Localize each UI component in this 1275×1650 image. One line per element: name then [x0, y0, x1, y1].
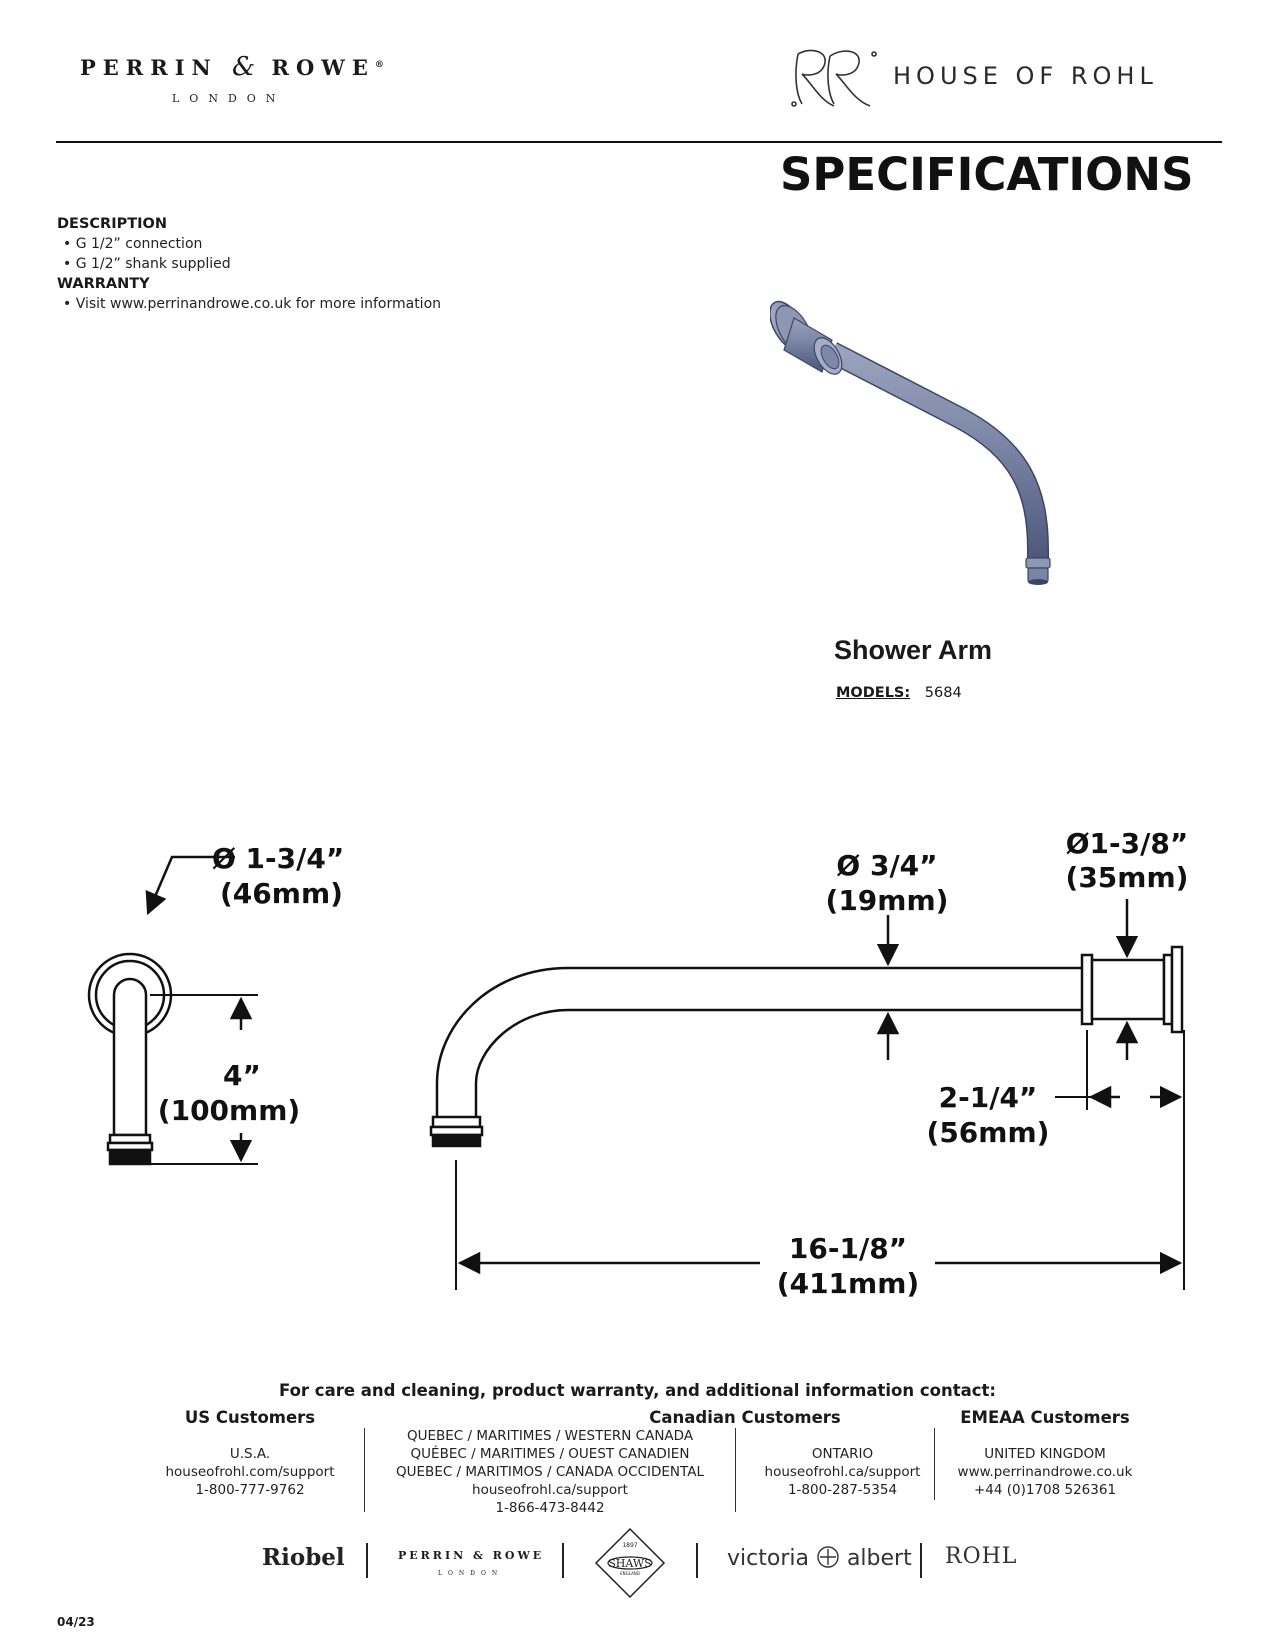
- dim-flange-diameter-mm: (46mm): [220, 877, 343, 910]
- warranty-item: • Visit www.perrinandrowe.co.uk for more…: [63, 296, 442, 312]
- dimension-drawing: Ø 1-3/4” (46mm) 4” (100mm) Ø 3/4” (19mm)…: [87, 827, 1189, 1300]
- emeaa-contact: UNITED KINGDOM www.perrinandrowe.co.uk +…: [940, 1445, 1150, 1499]
- us-customers-heading: US Customers: [184, 1408, 316, 1427]
- canada-phone: 1-866-473-8442: [495, 1500, 605, 1516]
- dim-escutcheon-diameter-mm: (35mm): [1066, 861, 1189, 894]
- shower-arm-render: [770, 300, 1051, 585]
- ontario-support-link[interactable]: houseofrohl.ca/support: [764, 1464, 921, 1480]
- revision-date: 04/23: [57, 1615, 95, 1629]
- pr-name-right: ROWE: [271, 55, 375, 80]
- house-of-rohl-monogram-icon: [791, 49, 877, 107]
- canadian-customers-heading: Canadian Customers: [649, 1408, 841, 1427]
- registered-mark: ®: [374, 60, 384, 70]
- emeaa-country: UNITED KINGDOM: [984, 1446, 1106, 1462]
- ontario-contact: ONTARIO houseofrohl.ca/support 1-800-287…: [745, 1445, 940, 1499]
- shaws-sub: ENGLAND: [620, 1571, 640, 1576]
- footer-divider: [735, 1428, 736, 1512]
- escutcheon-flange: [1170, 945, 1184, 1034]
- perrin-rowe-footer-logo: PERRIN & ROWE: [398, 1549, 545, 1562]
- plus-circle-icon: [817, 1546, 839, 1568]
- emeaa-website-link[interactable]: www.perrinandrowe.co.uk: [957, 1464, 1133, 1480]
- dim-escutcheon-diameter: Ø1-3/8”: [1066, 827, 1189, 860]
- emeaa-phone: +44 (0)1708 526361: [973, 1482, 1117, 1498]
- ontario-phone: 1-800-287-5354: [787, 1482, 898, 1498]
- shaws-name: SHAWS: [608, 1557, 651, 1570]
- main-arm-outer: [435, 966, 1082, 1117]
- dim-escutcheon-depth: 2-1/4”: [939, 1081, 1038, 1114]
- canada-region-fr: QUÉBEC / MARITIMES / OUEST CANADIEN: [410, 1446, 690, 1462]
- perrin-rowe-wordmark: PERRIN & ROWE®: [80, 52, 400, 82]
- us-phone: 1-800-777-9762: [195, 1482, 305, 1498]
- va-left: victoria: [727, 1546, 809, 1571]
- canada-support-link[interactable]: houseofrohl.ca/support: [472, 1482, 628, 1498]
- main-arm-inner: [474, 1008, 1082, 1117]
- perrin-rowe-footer-sub: LONDON: [438, 1570, 504, 1577]
- pr-name-left: PERRIN: [80, 55, 218, 80]
- shaws-year: 1897: [622, 1542, 637, 1549]
- va-right: albert: [846, 1546, 912, 1571]
- models-label: MODELS:: [836, 685, 911, 701]
- dim-overall-length: 16-1/8”: [789, 1232, 907, 1265]
- canada-region-en: QUEBEC / MARITIMES / WESTERN CANADA: [406, 1428, 694, 1444]
- dim-arm-diameter: Ø 3/4”: [836, 849, 937, 882]
- emeaa-customers-heading: EMEAA Customers: [960, 1408, 1130, 1427]
- house-of-rohl-wordmark: HOUSE OF ROHL: [893, 62, 1158, 90]
- footer-divider: [934, 1428, 935, 1500]
- canada-west-contact: QUEBEC / MARITIMES / WESTERN CANADA QUÉB…: [380, 1427, 720, 1517]
- description-heading: DESCRIPTION: [57, 216, 167, 232]
- models-line: MODELS: 5684: [836, 685, 962, 701]
- us-contact: U.S.A. houseofrohl.com/support 1-800-777…: [130, 1445, 370, 1499]
- dim-overall-length-mm: (411mm): [777, 1267, 919, 1300]
- brand-divider: [696, 1543, 698, 1578]
- riobel-logo: Riobel: [262, 1544, 345, 1571]
- brand-divider: [366, 1543, 368, 1578]
- dim-drop-height: 4”: [223, 1059, 261, 1092]
- footer-divider: [364, 1428, 365, 1512]
- dim-escutcheon-depth-mm: (56mm): [927, 1116, 1050, 1149]
- escutcheon-ring-left: [1080, 953, 1094, 1026]
- pr-london: LONDON: [172, 92, 286, 105]
- description-item: • G 1/2” shank supplied: [63, 256, 231, 272]
- dim-drop-height-mm: (100mm): [158, 1094, 300, 1127]
- pr-ampersand: &: [232, 52, 258, 82]
- page-title: SPECIFICATIONS: [780, 148, 1194, 201]
- product-name: Shower Arm: [834, 635, 993, 665]
- header-rule: [56, 141, 1222, 143]
- us-country: U.S.A.: [229, 1446, 271, 1462]
- ontario-region: ONTARIO: [811, 1446, 874, 1462]
- description-block: DESCRIPTION • G 1/2” connection • G 1/2”…: [57, 214, 657, 314]
- models-value: 5684: [924, 685, 962, 701]
- contact-title: For care and cleaning, product warranty,…: [278, 1381, 997, 1400]
- description-item: • G 1/2” connection: [63, 236, 203, 252]
- shaws-logo-icon: 1897 SHAWS ENGLAND: [594, 1527, 666, 1599]
- warranty-heading: WARRANTY: [57, 276, 150, 292]
- perrin-rowe-logo: PERRIN & ROWE® LONDON: [80, 52, 400, 105]
- side-pipe: [112, 977, 148, 1137]
- brand-divider: [562, 1543, 564, 1578]
- dim-arm-diameter-mm: (19mm): [826, 884, 949, 917]
- dim-flange-diameter: Ø 1-3/4”: [212, 842, 344, 875]
- victoria-albert-logo: victoria albert: [727, 1545, 912, 1571]
- brand-divider: [920, 1543, 922, 1578]
- us-support-link[interactable]: houseofrohl.com/support: [165, 1464, 335, 1480]
- escutcheon-body: [1090, 958, 1166, 1021]
- rohl-logo: ROHL: [945, 1544, 1018, 1569]
- canada-region-es: QUEBEC / MARITIMOS / CANADA OCCIDENTAL: [396, 1464, 704, 1480]
